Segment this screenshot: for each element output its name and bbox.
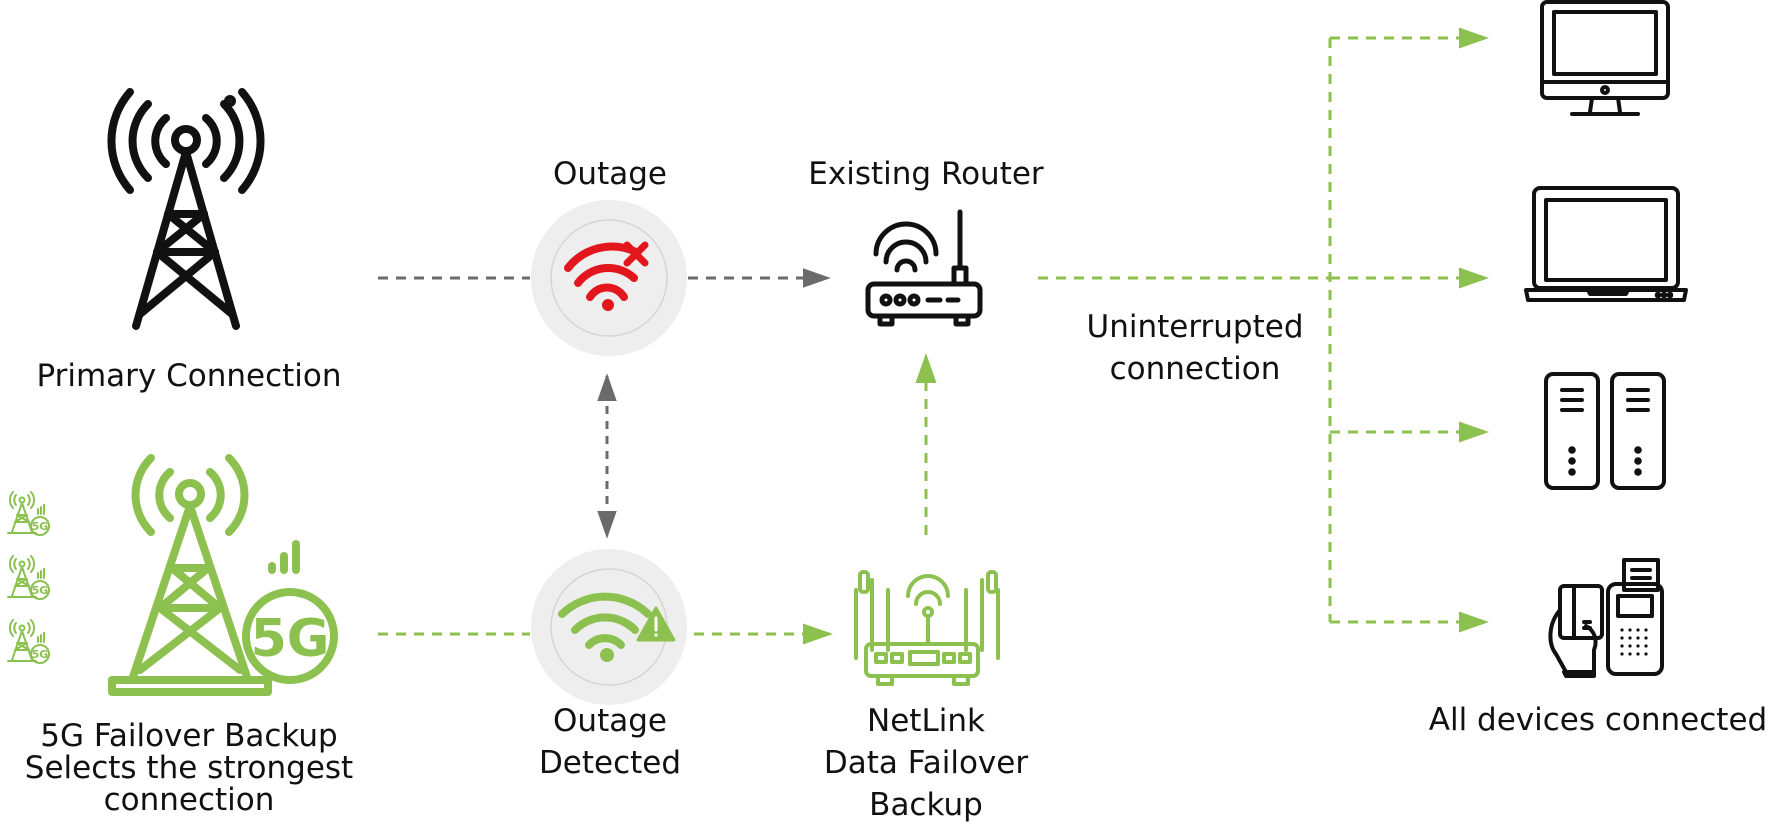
- netlink-router-icon: [854, 570, 1000, 686]
- tower-stack-icon: [7, 491, 50, 664]
- uninterrupted-label: Uninterrupted connection: [1040, 306, 1350, 390]
- outage-detected-circle: [531, 549, 687, 705]
- netlink-line3: Backup: [869, 787, 983, 823]
- netlink-label: NetLink Data Failover Backup: [776, 700, 1076, 826]
- pos-terminal-icon: [1548, 558, 1664, 678]
- server-icon: [1544, 372, 1666, 490]
- uninterrupted-line1: Uninterrupted: [1086, 309, 1304, 345]
- 5g-tower-icon: 5G: [108, 454, 338, 696]
- all-devices-label: All devices connected: [1410, 700, 1786, 740]
- failover-line3: connection: [103, 782, 275, 818]
- outage-detected-line2: Detected: [538, 745, 682, 781]
- cell-tower-icon: [107, 88, 265, 330]
- primary-connection-label: Primary Connection: [0, 356, 378, 396]
- uninterrupted-line2: connection: [1109, 351, 1281, 387]
- failover-line2: Selects the strongest: [24, 750, 354, 786]
- router-icon: [865, 209, 983, 327]
- existing-router-label: Existing Router: [776, 154, 1076, 194]
- existing-router-text: Existing Router: [808, 156, 1044, 192]
- all-devices-text: All devices connected: [1428, 702, 1768, 738]
- outage-text: Outage: [553, 156, 667, 192]
- desktop-monitor-icon: [1540, 0, 1670, 116]
- netlink-line1: NetLink: [867, 703, 985, 739]
- failover-line1: 5G Failover Backup: [40, 718, 338, 754]
- wifi-warning-icon: [558, 592, 676, 662]
- netlink-line2: Data Failover: [823, 745, 1029, 781]
- outage-detected-label: Outage Detected: [480, 700, 740, 784]
- outage-detected-line1: Outage: [553, 703, 667, 739]
- failover-backup-label: 5G Failover Backup Selects the strongest…: [0, 720, 378, 816]
- badge-5g-text: 5G: [251, 609, 330, 669]
- laptop-icon: [1524, 186, 1688, 302]
- connector-lines: [378, 27, 1489, 645]
- primary-connection-text: Primary Connection: [36, 358, 342, 394]
- wifi-error-icon: [564, 241, 649, 311]
- outage-label: Outage: [480, 154, 740, 194]
- outage-circle: [531, 200, 687, 356]
